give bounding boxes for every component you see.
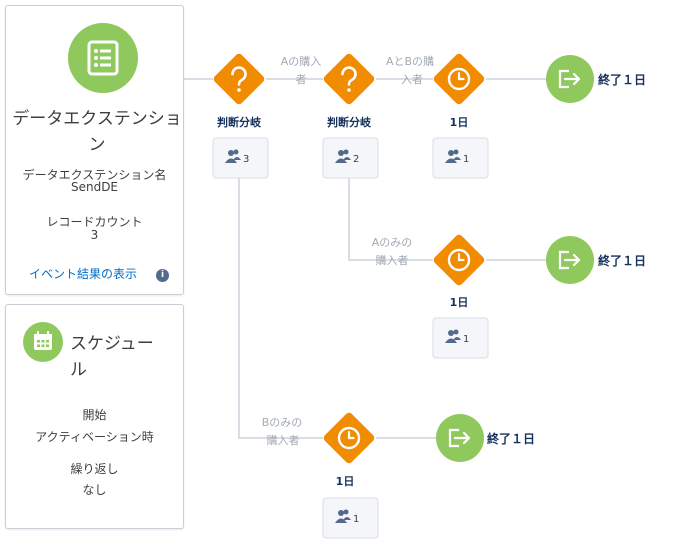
question-icon — [231, 66, 247, 92]
calendar-icon — [23, 322, 63, 362]
question-icon — [341, 66, 357, 92]
schedule-start-value: アクティベーション時 — [35, 430, 154, 444]
contacts-icon — [225, 149, 241, 163]
contacts-icon — [445, 329, 461, 343]
entry-source-card[interactable]: データエクステンション データエクステンション名 SendDE レコードカウント… — [5, 5, 184, 295]
wait-2-count: 1 — [463, 334, 469, 345]
end-1[interactable] — [546, 55, 594, 103]
schedule-title: スケジュール — [70, 334, 154, 380]
end-2-label: 終了１日 — [598, 253, 646, 268]
decision-diamond[interactable] — [322, 52, 376, 106]
wait-activity-3[interactable] — [322, 411, 376, 465]
path-label-a-line1: Aの購入 — [281, 54, 322, 68]
contacts-icon — [445, 149, 461, 163]
wait-activity-2[interactable] — [432, 233, 486, 287]
schedule-card[interactable]: スケジュール 開始 アクティベーション時 繰り返し なし — [5, 304, 184, 529]
end-3-label: 終了１日 — [487, 431, 535, 446]
path-label-b-only-line1: Bのみの — [262, 416, 303, 429]
exit-icon — [558, 69, 581, 89]
clock-icon — [447, 248, 471, 272]
decision-2-count: 2 — [353, 154, 359, 165]
decision-split-1[interactable] — [212, 52, 266, 106]
view-event-results-link[interactable]: イベント結果の表示 — [29, 267, 138, 281]
wait-3-count-badge[interactable]: 1 — [322, 497, 379, 539]
decision-2-label: 判断分岐 — [327, 115, 372, 129]
wait-3-label: 1日 — [336, 475, 355, 488]
decision-diamond[interactable] — [212, 52, 266, 106]
decision-2-count-badge[interactable]: 2 — [322, 137, 379, 179]
clock-icon — [337, 426, 361, 450]
wait-3-count: 1 — [353, 514, 359, 525]
wait-1-label: 1日 — [450, 116, 469, 129]
connectors — [182, 78, 546, 439]
connector-decision1-wait3 — [238, 178, 323, 439]
end-2[interactable] — [546, 236, 594, 284]
path-label-ab-line1: AとBの購 — [386, 54, 434, 68]
path-label-a-line2: 者 — [296, 73, 307, 86]
path-label-a-only-line1: Aのみの — [372, 236, 413, 249]
record-count-label: レコードカウント — [46, 215, 143, 229]
wait-1-count: 1 — [463, 154, 469, 165]
path-label-a-only-line2: 購入者 — [376, 253, 409, 267]
decision-1-count-badge[interactable]: 3 — [212, 137, 269, 179]
connector-decision2-wait2 — [348, 178, 433, 261]
path-label-b-only-line2: 購入者 — [267, 433, 300, 447]
entry-source-title: データエクステンション — [12, 109, 182, 155]
record-count-value: 3 — [90, 228, 99, 242]
end-3[interactable] — [436, 414, 484, 462]
wait-activity-1[interactable] — [432, 52, 486, 106]
data-extension-name-value: SendDE — [70, 180, 119, 194]
exit-icon — [558, 250, 581, 270]
end-1-label: 終了１日 — [598, 72, 646, 87]
decision-1-label: 判断分岐 — [217, 115, 262, 129]
wait-2-label: 1日 — [450, 296, 469, 309]
path-label-ab-line2: 入者 — [401, 73, 423, 86]
decision-1-count: 3 — [243, 154, 249, 165]
clock-icon — [447, 67, 471, 91]
wait-1-count-badge[interactable]: 1 — [432, 137, 489, 179]
info-icon[interactable]: i — [156, 269, 169, 282]
exit-icon — [448, 428, 471, 448]
data-extension-name-label: データエクステンション名 — [22, 168, 167, 182]
schedule-repeat-value: なし — [82, 483, 107, 497]
decision-split-2[interactable] — [322, 52, 376, 106]
schedule-repeat-label: 繰り返し — [70, 462, 119, 476]
list-icon — [68, 23, 138, 93]
schedule-start-label: 開始 — [82, 408, 107, 422]
wait-2-count-badge[interactable]: 1 — [432, 317, 489, 359]
contacts-icon — [335, 509, 351, 523]
contacts-icon — [335, 149, 351, 163]
